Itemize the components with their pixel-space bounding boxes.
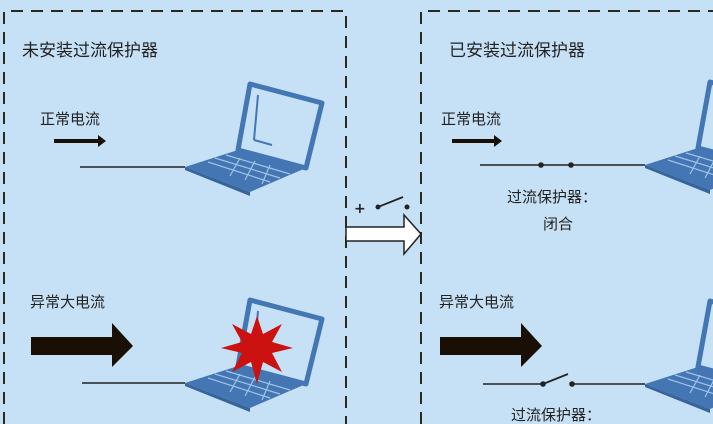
protector-closed-state: 闭合 bbox=[543, 215, 573, 233]
laptop-icon bbox=[645, 301, 713, 413]
plus-sign: + bbox=[354, 201, 366, 217]
right-panel-border bbox=[420, 10, 713, 424]
explosion-icon bbox=[221, 316, 293, 384]
right-normal-current-label: 正常电流 bbox=[441, 110, 501, 128]
protector-open-label: 过流保护器： bbox=[511, 406, 601, 424]
right-panel-title: 已安装过流保护器 bbox=[449, 41, 585, 61]
protector-closed-label: 过流保护器： bbox=[507, 188, 597, 206]
switch-icon bbox=[375, 196, 410, 210]
right-abnormal-current-label: 异常大电流 bbox=[439, 293, 514, 311]
closed-protector-icon bbox=[538, 162, 574, 168]
left-large-current-arrow bbox=[31, 323, 133, 367]
left-normal-current-label: 正常电流 bbox=[40, 110, 100, 128]
right-large-current-arrow bbox=[440, 323, 542, 367]
left-panel-title: 未安装过流保护器 bbox=[22, 41, 158, 61]
transition-arrow bbox=[345, 213, 422, 257]
left-panel-border bbox=[3, 10, 347, 424]
left-abnormal-current-label: 异常大电流 bbox=[30, 293, 105, 311]
open-protector-icon bbox=[540, 373, 575, 387]
right-normal-current-arrow bbox=[452, 135, 502, 147]
laptop-icon bbox=[645, 82, 713, 194]
left-normal-current-arrow bbox=[54, 135, 106, 147]
laptop-icon bbox=[185, 84, 322, 196]
